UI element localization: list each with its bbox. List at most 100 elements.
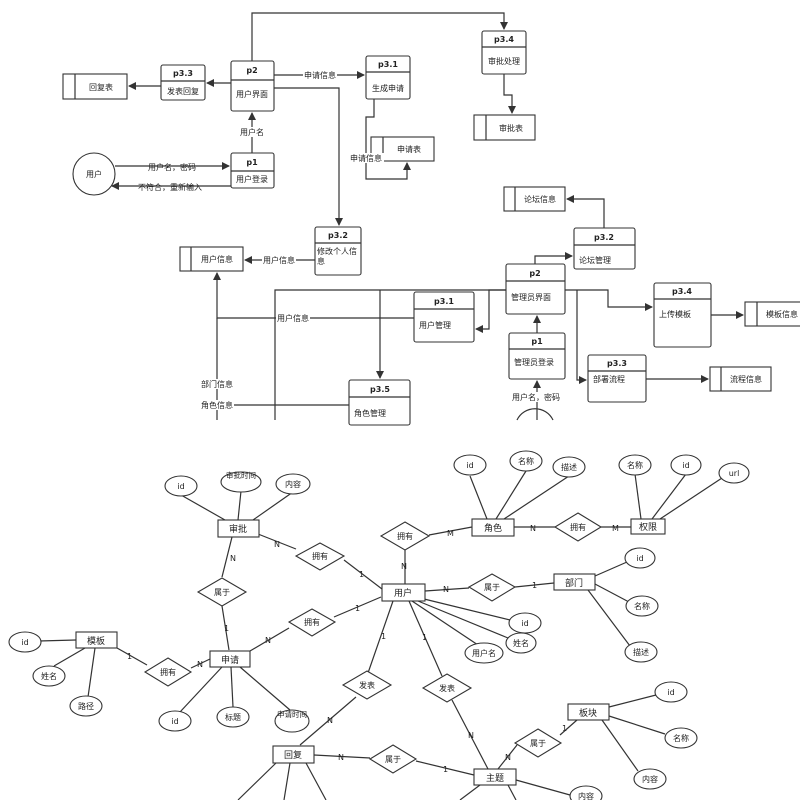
svg-text:拥有: 拥有	[397, 531, 413, 541]
entity-template: 模板	[75, 631, 118, 649]
entity-user: 用户	[381, 583, 426, 602]
rel-user-has-role: 拥有	[379, 521, 431, 551]
admin-p33-deploy: p3.3 部署流程	[587, 354, 647, 403]
svg-text:论坛管理: 论坛管理	[579, 255, 611, 265]
svg-text:路径: 路径	[78, 701, 94, 711]
svg-text:id: id	[466, 461, 473, 470]
svg-text:p2: p2	[529, 269, 540, 278]
attr-approve-time: 审批时间	[220, 471, 262, 493]
card-apply-belong: 1	[224, 624, 229, 633]
attr-template-name: 姓名	[32, 665, 66, 687]
card-user-role: N	[401, 562, 407, 571]
attr-section-name: 名称	[664, 727, 698, 749]
process-p33-post-reply: p3.3 发表回复	[160, 64, 206, 101]
attr-section-content: 内容	[633, 768, 667, 790]
attr-approve-id: id	[164, 475, 198, 497]
svg-text:id: id	[636, 554, 643, 563]
svg-text:申请信息: 申请信息	[304, 70, 336, 80]
svg-text:发表: 发表	[439, 683, 455, 693]
entity-approve: 审批	[217, 519, 260, 538]
svg-text:申请: 申请	[221, 654, 239, 666]
entity-reply: 回复	[272, 745, 315, 764]
svg-text:p3.2: p3.2	[594, 233, 614, 242]
card-reply-post: N	[327, 716, 333, 725]
user-entity	[72, 152, 116, 196]
svg-text:审批表: 审批表	[499, 123, 523, 133]
svg-text:管理员界面: 管理员界面	[511, 292, 551, 302]
attr-template-path: 路径	[69, 695, 103, 717]
attr-dept-desc: 描述	[624, 641, 658, 663]
svg-text:拥有: 拥有	[160, 667, 176, 677]
rel-user-post-topic: 发表	[421, 673, 473, 703]
svg-text:标题: 标题	[225, 712, 241, 722]
entity-topic: 主题	[473, 768, 517, 786]
svg-text:用户名，密码: 用户名，密码	[512, 392, 560, 402]
svg-text:申请信息: 申请信息	[350, 153, 382, 163]
svg-text:主题: 主题	[486, 772, 504, 784]
attr-perm-url: url	[718, 462, 750, 484]
svg-text:用户信息: 用户信息	[201, 254, 233, 264]
card-role-user: M	[447, 529, 454, 538]
svg-text:权限: 权限	[639, 521, 657, 533]
svg-text:名称: 名称	[673, 733, 689, 743]
svg-text:用户信息: 用户信息	[277, 313, 309, 323]
admin-p1-login: p1 管理员登录	[508, 332, 566, 380]
svg-text:角色信息: 角色信息	[201, 400, 233, 410]
svg-text:p1: p1	[246, 158, 258, 167]
attr-dept-name: 名称	[625, 595, 659, 617]
svg-text:id: id	[667, 688, 674, 697]
rel-reply-belong-topic: 属于	[368, 744, 418, 774]
entity-section: 板块	[567, 703, 610, 721]
attr-user-login: 用户名	[464, 642, 504, 664]
attr-role-desc: 描述	[552, 456, 586, 478]
attr-perm-id: id	[670, 454, 702, 476]
card-apply-has-user: N	[265, 636, 271, 645]
store-template: 模板信息	[744, 301, 800, 327]
card-perm-role: M	[612, 524, 619, 533]
er-diagram: 审批 角色 权限 用户 部门 模板 申请 回复	[8, 450, 750, 800]
svg-text:角色: 角色	[484, 522, 502, 534]
card-apply-template: N	[197, 660, 203, 669]
svg-text:属于: 属于	[214, 588, 230, 597]
process-p34-approve: p3.4 审批处理	[481, 30, 527, 75]
card-section-topic: 1	[562, 724, 567, 733]
attr-user-id: id	[508, 612, 542, 634]
entity-apply: 申请	[209, 650, 251, 668]
attr-template-id: id	[8, 631, 42, 653]
card-approve-belong: N	[230, 554, 236, 563]
rel-user-has-apply: 拥有	[287, 608, 337, 637]
attr-topic-content: 内容	[569, 785, 603, 800]
rel-apply-belong-approve: 属于	[196, 577, 248, 607]
svg-text:描述: 描述	[633, 647, 649, 657]
admin-p31-user-mgmt: p3.1 用户管理	[413, 291, 475, 343]
svg-text:p3.1: p3.1	[434, 297, 454, 306]
attr-section-id: id	[654, 681, 688, 703]
svg-text:用户管理: 用户管理	[419, 320, 451, 330]
svg-text:发表回复: 发表回复	[167, 86, 199, 96]
process-p2-user-ui: p2 用户界面	[230, 60, 275, 112]
svg-text:回复: 回复	[284, 749, 302, 761]
svg-text:模板: 模板	[87, 635, 105, 647]
attr-apply-id: id	[158, 710, 192, 732]
store-user-info: 用户信息	[179, 246, 244, 272]
svg-text:审批: 审批	[229, 523, 247, 535]
entity-dept: 部门	[553, 573, 596, 591]
svg-text:不符合，重新输入: 不符合，重新输入	[138, 182, 202, 192]
svg-text:用户登录: 用户登录	[236, 174, 268, 184]
svg-text:部门: 部门	[565, 577, 583, 589]
card-user-dept: N	[443, 585, 449, 594]
rel-approve-has-user: 拥有	[294, 542, 346, 571]
admin-p34-upload: p3.4 上传模板	[653, 282, 712, 348]
svg-text:id: id	[177, 482, 184, 491]
attr-role-id: id	[453, 454, 487, 476]
admin-p32-forum-mgmt: p3.2 论坛管理	[573, 227, 636, 270]
svg-text:管理员登录: 管理员登录	[514, 357, 554, 367]
svg-text:审批处理: 审批处理	[488, 56, 520, 66]
svg-text:内容: 内容	[285, 479, 301, 489]
attr-dept-id: id	[624, 547, 656, 569]
card-user-post-reply: 1	[381, 632, 386, 641]
svg-text:内容: 内容	[578, 791, 594, 800]
card-topic-post: N	[468, 731, 474, 740]
entity-role: 角色	[471, 518, 515, 537]
svg-text:用户名: 用户名	[240, 127, 264, 137]
